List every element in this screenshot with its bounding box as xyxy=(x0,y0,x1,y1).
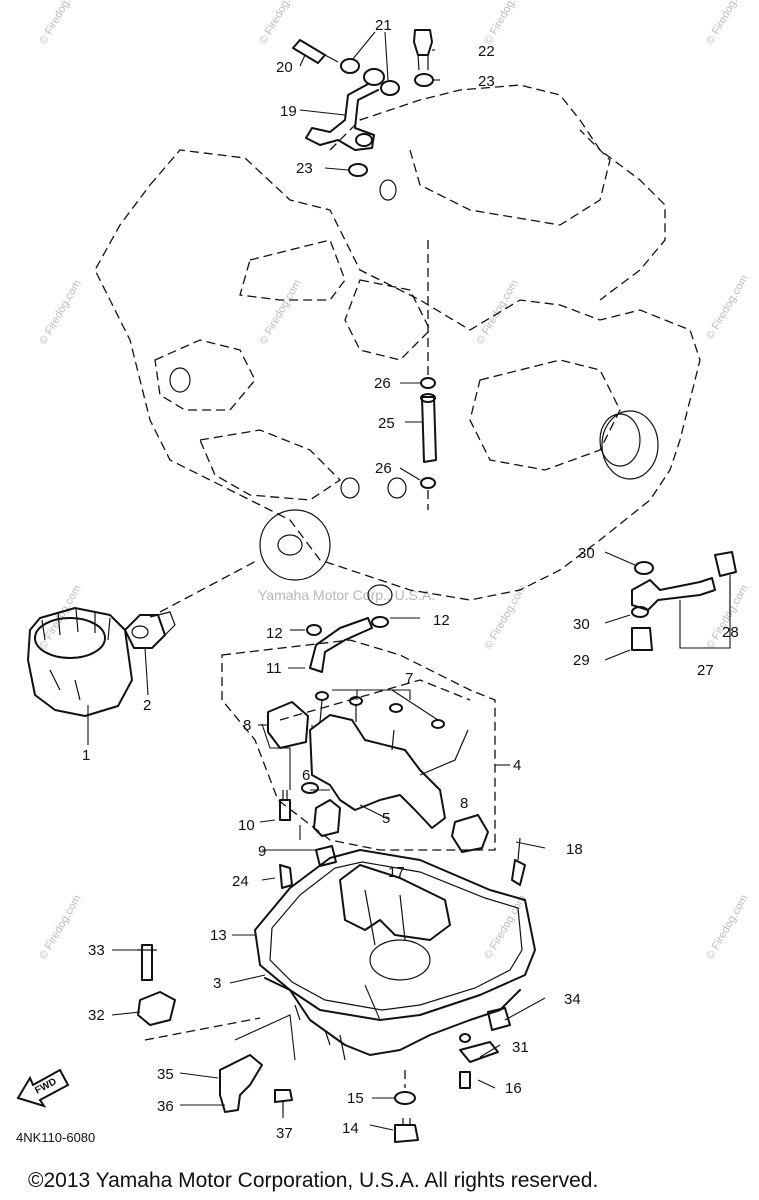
bracket-35 xyxy=(219,1054,293,1115)
part-label-9: 9 xyxy=(258,843,266,860)
part-label-8b: 8 xyxy=(460,795,468,812)
oil-pan xyxy=(254,837,536,1061)
part-label-11: 11 xyxy=(266,660,282,677)
oil-delivery-pipe xyxy=(292,29,434,177)
watermark: © Firedog.com xyxy=(704,583,751,652)
watermark: © Firedog.com xyxy=(37,278,84,347)
part-label-6: 6 xyxy=(302,767,310,784)
oil-filter-union xyxy=(124,559,259,649)
forward-arrow: FWD xyxy=(16,1068,70,1108)
part-label-35: 35 xyxy=(157,1066,174,1083)
part-label-16: 16 xyxy=(505,1080,522,1097)
watermark: © Firedog.com xyxy=(704,273,751,342)
part-label-3: 3 xyxy=(213,975,221,992)
part-label-27: 27 xyxy=(697,662,714,679)
part-label-25: 25 xyxy=(378,415,395,432)
diagram-code: 4NK110-6080 xyxy=(16,1130,95,1145)
leader-lines xyxy=(87,31,731,1131)
bracket-31 xyxy=(459,1007,511,1089)
part-label-18: 18 xyxy=(566,841,583,858)
part-label-10: 10 xyxy=(238,817,255,834)
part-label-34: 34 xyxy=(564,991,581,1008)
part-label-30: 30 xyxy=(578,545,595,562)
oil-pipe-25 xyxy=(420,240,437,510)
watermark: © Firedog.com xyxy=(704,0,751,47)
part-label-21: 21 xyxy=(375,17,392,34)
part-label-23: 23 xyxy=(478,73,495,90)
hose-guide xyxy=(137,944,261,1041)
watermark: © Firedog.com xyxy=(257,278,304,347)
part-label-20: 20 xyxy=(276,59,293,76)
part-label-12: 12 xyxy=(266,625,283,642)
part-label-33: 33 xyxy=(88,942,105,959)
part-label-23b: 23 xyxy=(296,160,313,177)
part-label-29: 29 xyxy=(573,652,590,669)
engine-block xyxy=(94,84,701,606)
part-label-2: 2 xyxy=(143,697,151,714)
part-label-26: 26 xyxy=(374,375,391,392)
part-label-24: 24 xyxy=(232,873,249,890)
part-label-7: 7 xyxy=(405,670,413,687)
part-label-26b: 26 xyxy=(375,460,392,477)
part-labels: 1 2 3 4 5 6 7 8 8 9 10 11 12 12 13 14 15… xyxy=(82,17,739,1142)
watermark: © Firedog.com xyxy=(704,893,751,962)
part-label-31: 31 xyxy=(512,1039,529,1056)
part-label-12b: 12 xyxy=(433,612,450,629)
part-label-36: 36 xyxy=(157,1098,174,1115)
part-label-17: 17 xyxy=(388,864,405,881)
watermark: © Firedog.com xyxy=(37,0,84,47)
strainer-assembly xyxy=(221,639,496,867)
oil-pipe-11 xyxy=(306,616,389,673)
part-label-30b: 30 xyxy=(573,616,590,633)
watermark: © Firedog.com xyxy=(37,893,84,962)
part-label-28: 28 xyxy=(722,624,739,641)
part-label-14: 14 xyxy=(342,1120,359,1137)
oil-filter xyxy=(27,607,133,717)
watermark-layer: © Firedog.com © Firedog.com © Firedog.co… xyxy=(37,0,751,962)
watermark: © Firedog.com xyxy=(474,278,521,347)
part-label-13: 13 xyxy=(210,927,227,944)
part-label-1: 1 xyxy=(82,747,90,764)
part-label-4: 4 xyxy=(513,757,521,774)
part-label-22: 22 xyxy=(478,43,495,60)
part-label-8: 8 xyxy=(243,717,251,734)
part-label-32: 32 xyxy=(88,1007,105,1024)
part-label-19: 19 xyxy=(280,103,297,120)
part-label-5: 5 xyxy=(382,810,390,827)
part-label-37: 37 xyxy=(276,1125,293,1142)
copyright-notice: ©2013 Yamaha Motor Corporation, U.S.A. A… xyxy=(28,1169,598,1192)
part-label-15: 15 xyxy=(347,1090,364,1107)
watermark: © Firedog.com xyxy=(482,0,529,47)
drain-bolt xyxy=(394,1070,419,1143)
watermark: © Firedog.com xyxy=(257,0,304,47)
